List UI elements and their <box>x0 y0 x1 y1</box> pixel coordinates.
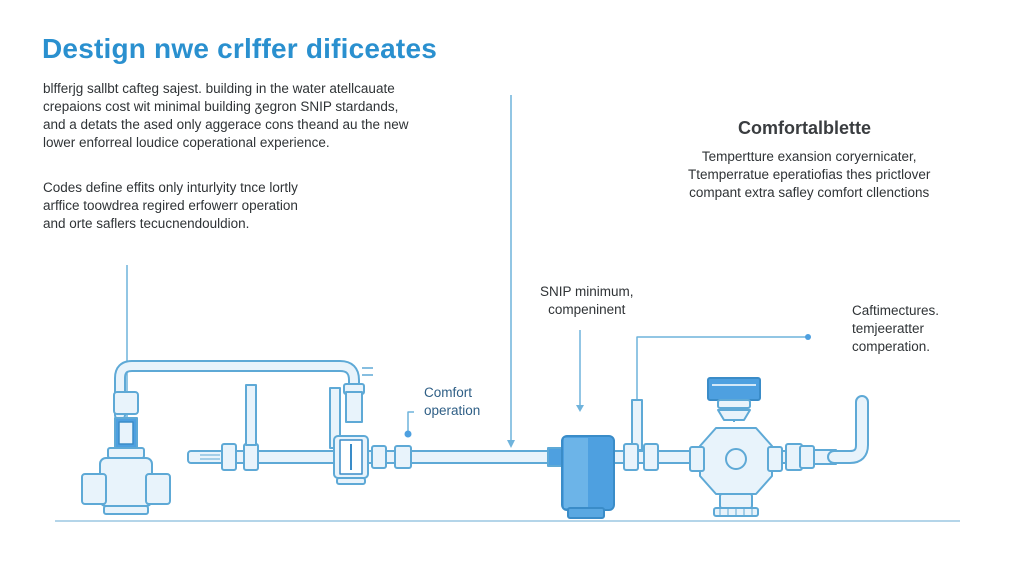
arrow-head <box>507 440 515 448</box>
pipe-flange <box>221 443 237 471</box>
pipe-riser <box>631 399 643 451</box>
caf-label: Caftimectures. temjeeratter comperation. <box>852 302 939 356</box>
codes-paragraph: Codes define effits only inturlyity tnce… <box>43 179 298 233</box>
leader-line <box>636 336 806 400</box>
intro-line: and a detats the ased only aggerace cons… <box>43 117 409 132</box>
valve-stem <box>113 391 139 415</box>
page-title: Destign nwe crlffer dificeates <box>42 33 438 64</box>
pipe-flange <box>243 443 259 471</box>
caf-label-line: comperation. <box>852 339 931 354</box>
intro-paragraph: blfferjg sallbt cafteg sajest. building … <box>43 80 409 152</box>
snip-label: SNIP minimum, compeninent <box>540 283 634 319</box>
comfort-label: Comfort operation <box>424 384 480 420</box>
leader-dot <box>805 334 811 340</box>
codes-line: and orte saflers tecucnendouldion. <box>43 216 250 231</box>
right-line: Ttemperratue eperatiofias thes prictlove… <box>688 167 931 182</box>
valve-body <box>99 457 153 507</box>
actuator-top <box>707 377 761 401</box>
right-heading: Comfortalblette <box>738 118 872 138</box>
codes-line: arffice toowdrea regired erfowerr operat… <box>43 198 298 213</box>
intro-line: crepaions cost wit minimal building ᵹegr… <box>43 99 399 114</box>
intro-line: lower enforreal loudice coperational exp… <box>43 135 330 150</box>
pipe-flange <box>623 443 639 471</box>
codes-line: Codes define effits only inturlyity tnce… <box>43 180 298 195</box>
caf-label-line: temjeeratter <box>852 321 925 336</box>
intro-line: blfferjg sallbt cafteg sajest. building … <box>43 81 395 96</box>
valve-wheel <box>725 448 747 470</box>
arrow-head <box>576 405 584 412</box>
right-line: compant extra safley comfort cllenctions <box>689 185 930 200</box>
snip-label-line: compeninent <box>548 302 626 317</box>
leader-dot <box>404 430 412 438</box>
comfort-label-line: operation <box>424 403 481 418</box>
comfort-label-line: Comfort <box>424 385 473 400</box>
pipe-riser <box>245 384 257 446</box>
pipe-loop <box>114 360 360 421</box>
right-paragraph: Tempertture exansion coryernicater, Ttem… <box>688 148 930 202</box>
snip-label-line: SNIP minimum, <box>540 284 634 299</box>
pipe-stub <box>345 391 363 423</box>
pipe-flange <box>643 443 659 471</box>
leader-line <box>407 411 414 432</box>
right-line: Tempertture exansion coryernicater, <box>701 149 917 164</box>
caf-label-line: Caftimectures. <box>852 303 940 318</box>
